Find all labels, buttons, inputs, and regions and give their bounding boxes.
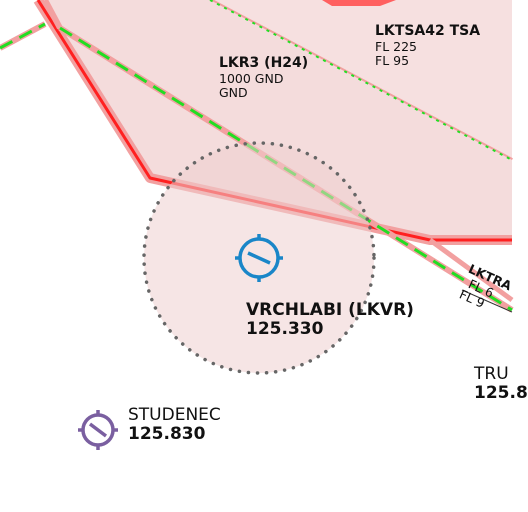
airspace-name: LKR3 (H24) xyxy=(219,55,309,71)
airspace-label-lktsa42: LKTSA42 TSA FL 225 FL 95 xyxy=(375,23,481,68)
airfield-name: STUDENEC xyxy=(128,405,221,425)
airspace-lower-limit: GND xyxy=(219,84,248,100)
airfield-frequency: 125.330 xyxy=(246,319,324,340)
airfield-icon-lkvr[interactable] xyxy=(235,234,283,282)
airfield-name: VRCHLABI (LKVR) xyxy=(246,300,414,320)
airfield-label-tru[interactable]: TRU 125.8 xyxy=(474,364,528,404)
airfield-label-lkvr[interactable]: VRCHLABI (LKVR) 125.330 xyxy=(246,300,414,340)
airspace-upper-limit: 1000 GND xyxy=(219,70,284,86)
airspace-name: LKTSA42 TSA xyxy=(375,23,481,39)
airfield-frequency: 125.830 xyxy=(128,424,206,445)
airspace-upper-limit: FL 225 xyxy=(375,38,417,54)
airfield-icon-studenec[interactable] xyxy=(78,410,118,450)
airfield-name: TRU xyxy=(474,364,509,384)
airspace-label-lkr3: LKR3 (H24) 1000 GND GND xyxy=(219,55,309,100)
map-layer xyxy=(0,0,514,450)
airfield-label-studenec[interactable]: STUDENEC 125.830 xyxy=(128,405,221,445)
restricted-area-top xyxy=(322,0,396,6)
airspace-lower-limit: FL 95 xyxy=(375,52,410,68)
lktra-boundary xyxy=(428,237,514,313)
airfield-frequency: 125.8 xyxy=(474,383,528,404)
